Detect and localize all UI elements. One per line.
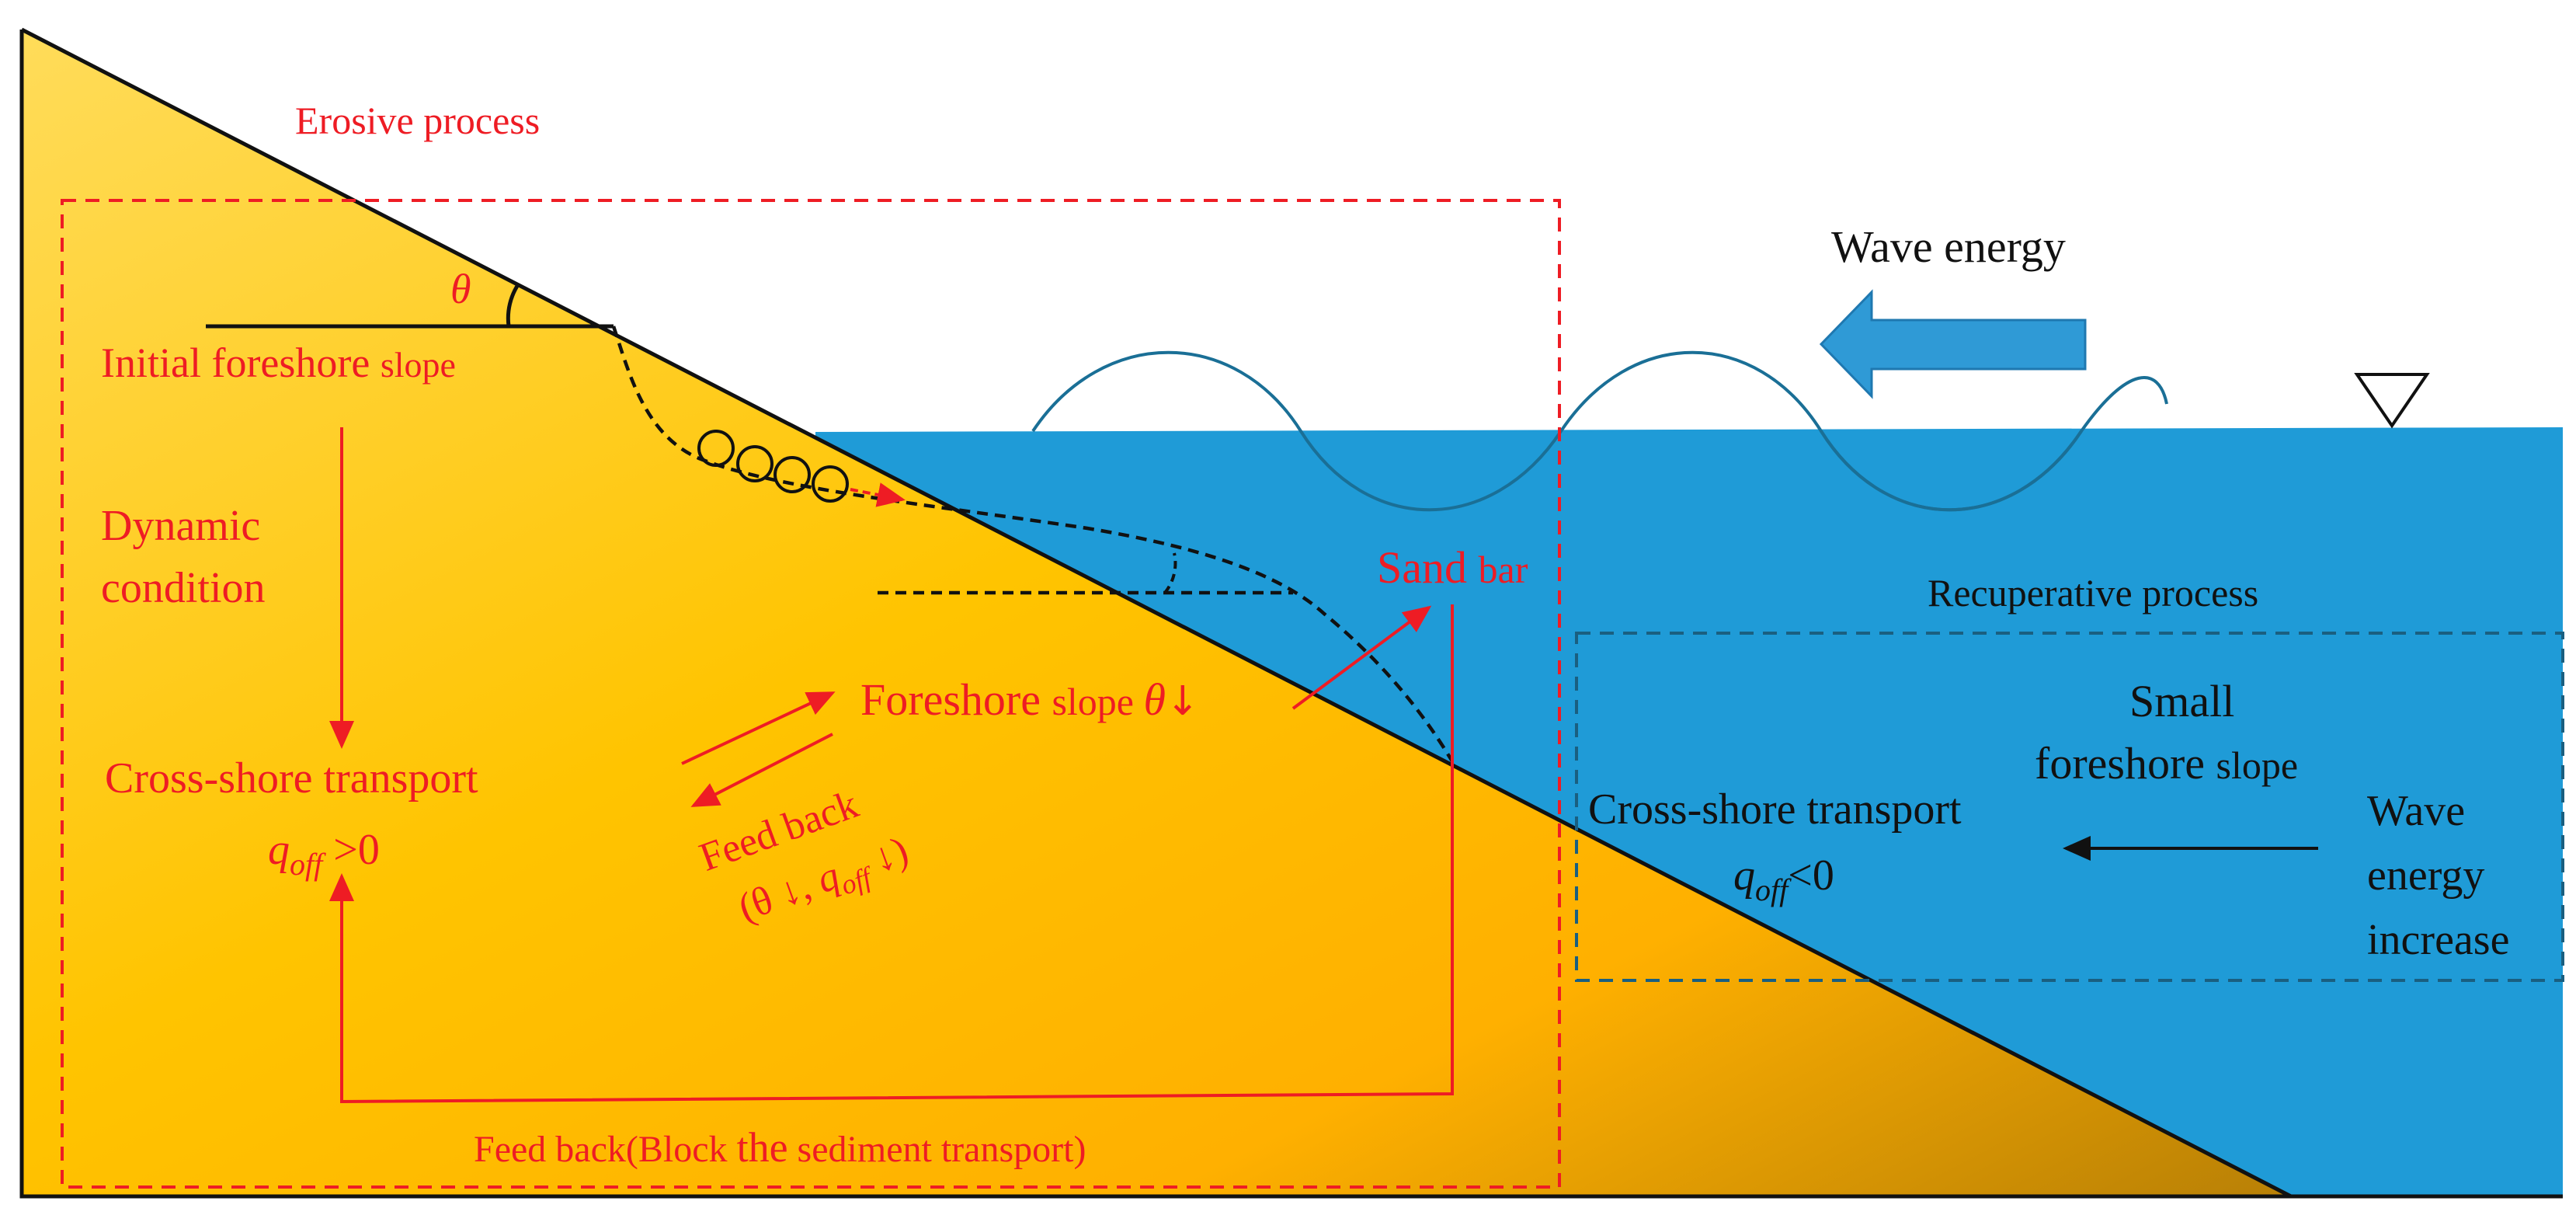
sand-main: Sand bbox=[1377, 542, 1479, 593]
dynamic-label: Dynamic bbox=[101, 502, 260, 550]
foreshore-slope-label: Foreshore slope θ↓ bbox=[860, 674, 1200, 725]
off-subscript-right: off bbox=[1755, 872, 1792, 907]
sediment-particle bbox=[773, 456, 811, 493]
erosive-process-label: Erosive process bbox=[295, 99, 540, 142]
feedback-bottom-c: sediment transport) bbox=[788, 1129, 1086, 1170]
wave-energy-label: Wave energy bbox=[1831, 221, 2066, 272]
cross-shore-left-label: Cross-shore transport bbox=[105, 754, 478, 802]
gt-zero: >0 bbox=[322, 826, 380, 874]
small-slope-small: slope bbox=[2216, 743, 2299, 787]
wave-line-tail bbox=[1820, 430, 2083, 512]
feedback-loop-line bbox=[329, 604, 1454, 1104]
eroded-profile-dashed bbox=[611, 326, 1454, 763]
frame-border bbox=[19, 30, 2563, 1199]
condition-label: condition bbox=[101, 564, 266, 612]
q-symbol-right: q bbox=[1733, 851, 1755, 900]
arrow-feedback-back bbox=[690, 733, 833, 807]
increase-label: increase bbox=[2367, 916, 2509, 964]
cross-shore-right-label: Cross-shore transport bbox=[1588, 785, 1962, 834]
small-slope-main: foreshore bbox=[2035, 738, 2216, 789]
sand-small: bar bbox=[1479, 548, 1528, 591]
recuperative-process-label: Recuperative process bbox=[1928, 571, 2258, 614]
foreshore-small: slope bbox=[1052, 680, 1143, 723]
sandbar-angle-arc bbox=[1163, 552, 1177, 594]
recuperative-process-box bbox=[1575, 632, 2564, 982]
water-level-icon bbox=[2354, 373, 2430, 429]
wave-label: Wave bbox=[2367, 787, 2465, 835]
sediment-particle bbox=[697, 430, 735, 467]
small-slope-label: foreshore slope bbox=[2035, 738, 2298, 789]
particle-motion-arrow bbox=[850, 482, 906, 507]
sediment-particle bbox=[812, 465, 849, 503]
q-off-negative-label: qoff<0 bbox=[1733, 851, 1834, 907]
initial-slope-main: Initial foreshore bbox=[101, 339, 381, 386]
q-off-positive-label: qoff >0 bbox=[268, 826, 380, 882]
erosive-process-box bbox=[61, 199, 1561, 1189]
q-symbol: q bbox=[268, 826, 290, 874]
arrow-to-sand-bar bbox=[1291, 605, 1432, 710]
off-subscript: off bbox=[290, 847, 326, 882]
feedback-bottom-b: the bbox=[737, 1124, 788, 1171]
sand-bar-label: Sand bar bbox=[1377, 542, 1528, 593]
initial-slope-label: Initial foreshore slope bbox=[101, 339, 456, 386]
foreshore-down-arrow: ↓ bbox=[1166, 678, 1200, 725]
sediment-particle bbox=[736, 445, 773, 482]
arrow-to-foreshore-slope bbox=[681, 691, 836, 765]
feedback-bottom-label: Feed back(Block the sediment transport) bbox=[474, 1124, 1086, 1171]
foreshore-main: Foreshore bbox=[860, 674, 1052, 725]
foreshore-theta: θ bbox=[1144, 674, 1166, 725]
beach-profile-line bbox=[20, 27, 2293, 1199]
wave-energy-arrow-icon bbox=[1819, 289, 2087, 399]
feedback-bottom-a: Feed back(Block bbox=[474, 1129, 737, 1170]
energy-label: energy bbox=[2367, 851, 2484, 900]
lt-zero: <0 bbox=[1788, 851, 1834, 900]
theta-angle-arc bbox=[506, 282, 521, 327]
theta-label: θ bbox=[450, 266, 471, 312]
initial-slope-small: slope bbox=[381, 345, 456, 385]
small-label: Small bbox=[2129, 676, 2234, 726]
